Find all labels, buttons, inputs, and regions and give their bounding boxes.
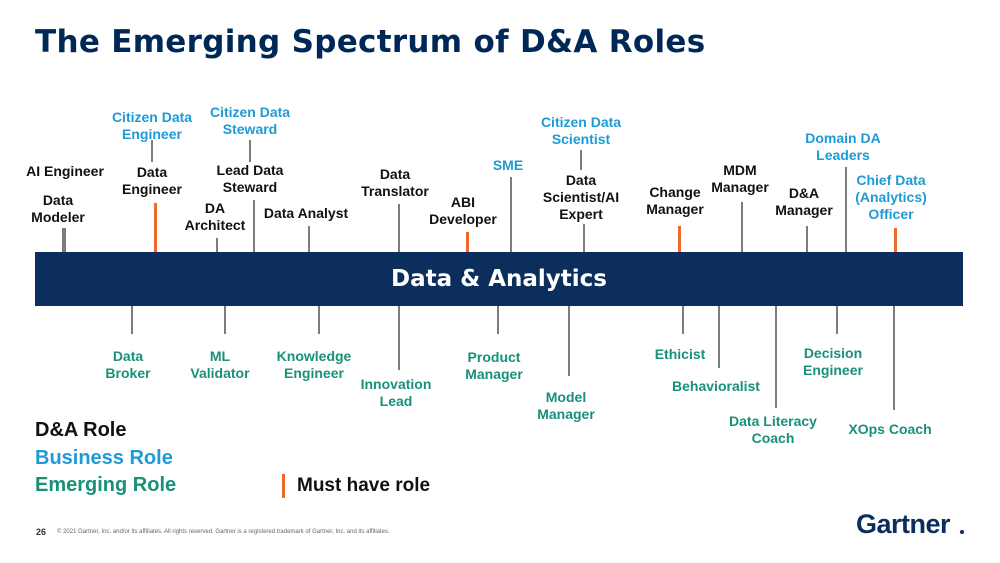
data-analytics-band: Data & Analytics <box>35 252 963 306</box>
connector-mdm-manager <box>741 202 743 252</box>
connector-ai-engineer <box>64 228 66 252</box>
connector-da-architect <box>216 238 218 252</box>
role-xops-coach: XOps Coach <box>848 421 932 437</box>
connector-data-broker <box>131 306 133 334</box>
copyright-notice: © 2021 Gartner, Inc. and/or its affiliat… <box>57 529 390 535</box>
connector-citizen-data-scientist <box>580 150 582 170</box>
connector-product-manager <box>497 306 499 334</box>
role-behavioralist: Behavioralist <box>672 378 760 394</box>
connector-data-modeler <box>62 228 64 252</box>
connector-domain-da-leaders <box>845 167 847 252</box>
logo-dot <box>960 530 964 534</box>
legend-emerging-role: Emerging Role <box>35 474 177 496</box>
connector-data-literacy-coach <box>775 306 777 408</box>
role-data-analyst: Data Analyst <box>263 205 349 221</box>
connector-data-engineer <box>153 203 157 252</box>
connector-knowledge-engineer <box>318 306 320 334</box>
connector-ethicist <box>682 306 684 334</box>
page-number: 26 <box>36 527 47 537</box>
connector-change-manager <box>677 226 681 252</box>
connector-decision-engineer <box>836 306 838 334</box>
connector-data-scientist-ai-expert <box>583 224 585 252</box>
role-ai-engineer: AI Engineer <box>26 163 104 179</box>
legend-must-have: Must have role <box>282 474 430 498</box>
page-title: The Emerging Spectrum of D&A Roles <box>35 24 706 60</box>
connector-citizen-data-steward <box>249 140 251 162</box>
legend-dna-role: D&A Role <box>35 419 127 441</box>
connector-model-manager <box>568 306 570 376</box>
gartner-logo: Gartner <box>856 509 951 539</box>
connector-ml-validator <box>224 306 226 334</box>
connector-sme <box>510 177 512 252</box>
role-chief-data-analytics-officer: Chief Data(Analytics)Officer <box>855 172 927 222</box>
connector-citizen-data-engineer <box>151 140 153 162</box>
connector-xops-coach <box>893 306 895 410</box>
connector-chief-data-analytics-officer <box>893 228 897 252</box>
must-have-marker <box>282 474 285 498</box>
connector-data-analyst <box>308 226 310 252</box>
connector-behavioralist <box>718 306 720 368</box>
connector-abi-developer <box>465 232 469 252</box>
band-label: Data & Analytics <box>391 266 607 292</box>
legend-must-have-label: Must have role <box>297 475 431 496</box>
connector-d-a-manager <box>806 226 808 252</box>
role-sme: SME <box>492 157 524 173</box>
legend-business-role: Business Role <box>35 447 173 469</box>
connector-data-translator <box>398 204 400 252</box>
role-ethicist: Ethicist <box>654 346 706 362</box>
connector-innovation-lead <box>398 306 400 370</box>
connector-lead-data-steward <box>253 200 255 252</box>
